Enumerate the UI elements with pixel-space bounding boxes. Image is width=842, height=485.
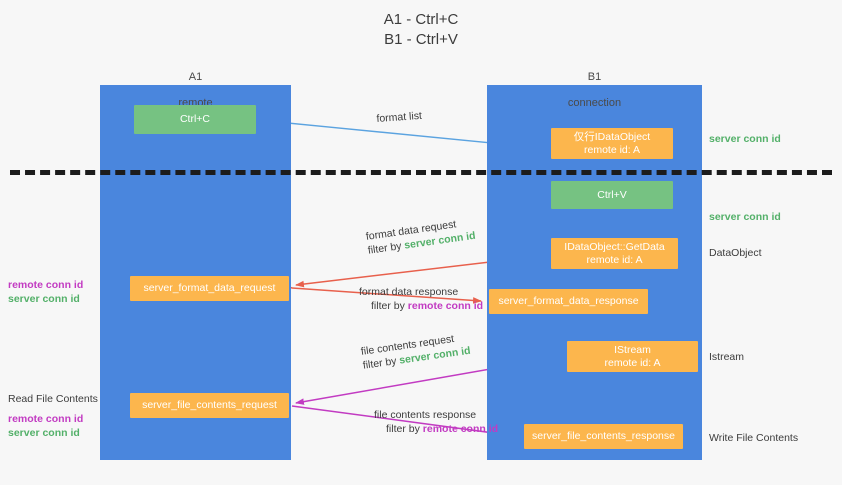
node-idataobject-label: 仅行IDataObject (573, 130, 651, 143)
column-header-a1-title: A1 (188, 71, 203, 83)
caption-file-resp-filter-prefix: filter by (386, 423, 423, 435)
label-write-file-contents: Write File Contents (709, 432, 799, 444)
caption-format-data-response: format data response filter by remote co… (359, 285, 483, 313)
label-server-conn-id-2: server conn id (8, 427, 80, 439)
label-server-conn-id-top: server conn id (709, 133, 781, 145)
label-dataobject: DataObject (709, 247, 762, 259)
node-getdata-label: IDataObject::GetData (564, 240, 665, 253)
label-conn-ids-file: remote conn id server conn id (8, 412, 83, 440)
node-file-request-label: server_file_contents_request (142, 399, 277, 411)
label-conn-ids-format: remote conn id server conn id (8, 278, 83, 306)
node-istream[interactable]: IStream remote id: A (567, 341, 698, 372)
dashed-divider (10, 170, 832, 175)
node-server-format-data-request[interactable]: server_format_data_request (130, 276, 289, 301)
node-file-response-label: server_file_contents_response (531, 430, 675, 442)
caption-file-resp-line1: file contents response (374, 409, 477, 421)
node-istream-sub: remote id: A (604, 356, 661, 369)
node-server-file-contents-response[interactable]: server_file_contents_response (524, 424, 683, 449)
column-header-b1-subtitle: connection (567, 97, 622, 109)
node-ctrl-v-label: Ctrl+V (597, 188, 627, 201)
caption-file-resp-filter-key: remote conn id (422, 423, 499, 435)
node-idataobject[interactable]: 仅行IDataObject remote id: A (551, 128, 673, 159)
label-remote-conn-id-2: remote conn id (8, 413, 84, 425)
diagram-title: A1 - Ctrl+C B1 - Ctrl+V (383, 11, 459, 48)
node-getdata-sub: remote id: A (586, 253, 643, 266)
node-fmt-request-label: server_format_data_request (143, 282, 276, 294)
label-read-file-contents: Read File Contents (8, 393, 98, 405)
label-remote-conn-id-1: remote conn id (8, 279, 84, 291)
node-fmt-response-label: server_format_data_response (498, 295, 639, 307)
node-server-file-contents-request[interactable]: server_file_contents_request (130, 393, 289, 418)
node-ctrl-v[interactable]: Ctrl+V (551, 181, 673, 209)
label-server-conn-id-1: server conn id (8, 293, 80, 305)
caption-format-list-line1: format list (376, 109, 423, 125)
caption-file-contents-response: file contents response filter by remote … (374, 408, 498, 436)
caption-fmt-resp-filter-prefix: filter by (371, 300, 408, 312)
node-idataobject-getdata[interactable]: IDataObject::GetData remote id: A (551, 238, 678, 269)
node-server-format-data-response[interactable]: server_format_data_response (489, 289, 648, 314)
column-header-b1-title: B1 (587, 71, 602, 83)
node-idataobject-sub: remote id: A (583, 143, 641, 156)
label-server-conn-id-mid: server conn id (709, 211, 781, 223)
column-header-b1: B1 connection (487, 58, 702, 123)
node-ctrl-c[interactable]: Ctrl+C (134, 105, 256, 134)
caption-fmt-resp-line1: format data response (359, 286, 459, 298)
caption-fmt-resp-filter-key: remote conn id (407, 300, 484, 312)
label-istream: Istream (709, 351, 745, 363)
node-istream-label: IStream (614, 343, 651, 356)
node-ctrl-c-label: Ctrl+C (179, 113, 211, 125)
